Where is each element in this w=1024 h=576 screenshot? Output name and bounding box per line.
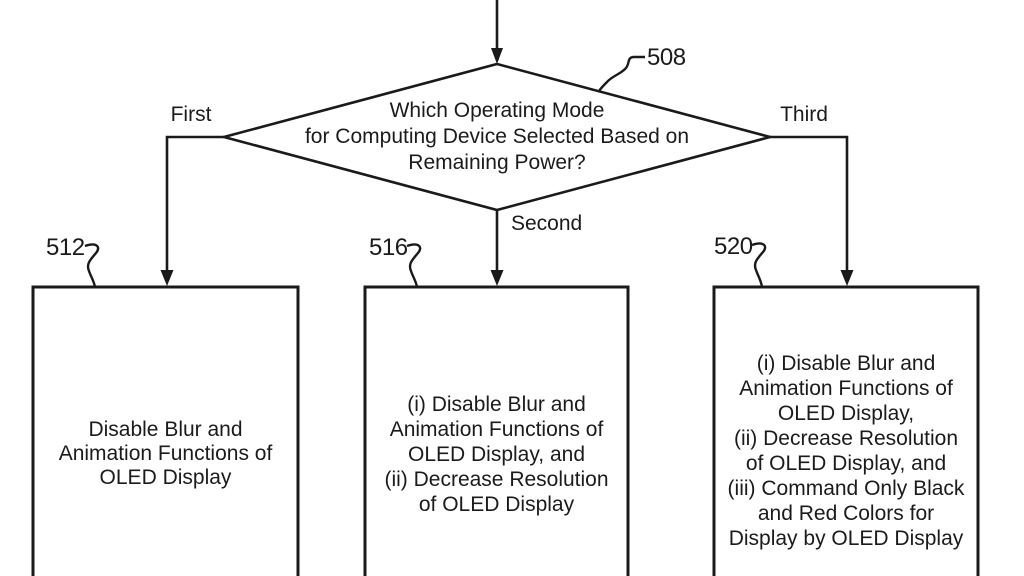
reference-numeral-520: 520 bbox=[714, 233, 753, 260]
process-step-line: Animation Functions of bbox=[739, 377, 953, 400]
branch-label-second: Second bbox=[511, 212, 583, 235]
decision-question-line: Remaining Power? bbox=[408, 151, 586, 174]
process-step-line: Display by OLED Display bbox=[728, 527, 964, 550]
branch-arrowhead-second-icon bbox=[490, 270, 504, 286]
process-step-line: OLED Display bbox=[99, 466, 232, 489]
process-step-line: OLED Display, and bbox=[407, 443, 586, 466]
reference-numeral-516: 516 bbox=[369, 234, 408, 261]
process-box-516-text: (i) Disable Blur and Animation Functions… bbox=[368, 392, 625, 517]
process-step-line: (ii) Decrease Resolution bbox=[733, 427, 959, 450]
decision-question-line: for Computing Device Selected Based on bbox=[304, 125, 690, 148]
process-step-line: and Red Colors for bbox=[757, 502, 935, 525]
reference-numeral-508: 508 bbox=[647, 44, 686, 71]
process-box-516-shape bbox=[363, 285, 630, 576]
process-box-512-text: Disable Blur and Animation Functions of … bbox=[36, 418, 295, 490]
branch-arrowhead-third-icon bbox=[840, 270, 854, 286]
branch-label-first: First bbox=[170, 103, 212, 126]
process-step-line: (ii) Decrease Resolution bbox=[384, 468, 609, 491]
process-step-line: Animation Functions of bbox=[389, 418, 604, 441]
process-step-line: (i) Disable Blur and bbox=[756, 352, 936, 375]
process-box-520-text: (i) Disable Blur and Animation Functions… bbox=[717, 351, 975, 551]
leader-squiggle-512 bbox=[84, 243, 100, 288]
leader-squiggle-508 bbox=[598, 55, 645, 92]
reference-numeral-512: 512 bbox=[46, 234, 85, 261]
process-step-line: (i) Disable Blur and bbox=[407, 393, 586, 416]
leader-squiggle-516 bbox=[406, 243, 422, 288]
branch-label-third: Third bbox=[780, 103, 828, 126]
process-step-line: Animation Functions of bbox=[58, 442, 273, 465]
leader-squiggle-520 bbox=[751, 242, 767, 288]
branch-arrowhead-first-icon bbox=[160, 270, 174, 286]
decision-question-line: Which Operating Mode bbox=[389, 99, 605, 122]
decision-question-text: Which Operating Mode for Computing Devic… bbox=[257, 98, 737, 176]
branch-line-first bbox=[165, 135, 224, 272]
process-step-line: (iii) Command Only Black bbox=[727, 477, 965, 500]
process-step-line: of OLED Display bbox=[418, 493, 575, 516]
process-step-line: OLED Display, bbox=[777, 402, 915, 425]
process-box-512-shape bbox=[31, 285, 300, 576]
branch-line-third bbox=[770, 135, 849, 272]
process-step-line: Disable Blur and bbox=[88, 418, 243, 441]
incoming-arrowhead-icon bbox=[491, 48, 503, 64]
process-box-520-shape bbox=[712, 285, 980, 576]
process-step-line: of OLED Display, and bbox=[745, 452, 947, 475]
